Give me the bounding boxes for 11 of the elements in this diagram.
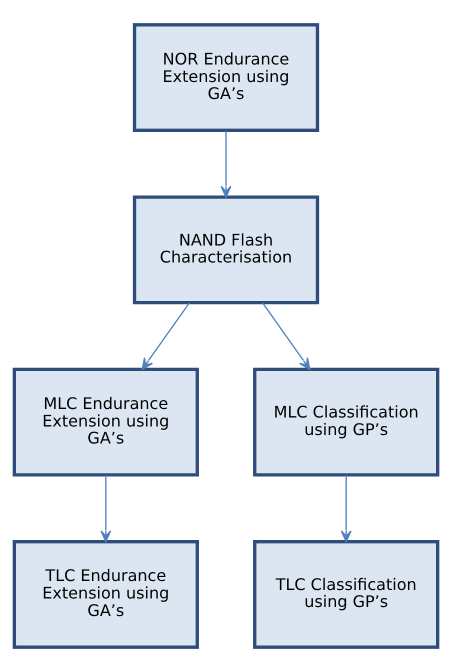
node-box: NOR Endurance Extension using GA’s [132, 23, 319, 132]
arrow [220, 130, 231, 198]
arrow [141, 302, 190, 370]
arrow [340, 475, 352, 542]
node-box: TLC Classification using GP’s [252, 540, 439, 649]
arrow [262, 302, 310, 370]
arrow [100, 475, 111, 542]
node-box: MLC Classification using GP’s [252, 368, 439, 477]
node-box: MLC Endurance Extension using GA’s [12, 368, 198, 477]
node-box: NAND Flash Characterisation [132, 195, 319, 304]
node-box: TLC Endurance Extension using GA’s [12, 540, 198, 649]
